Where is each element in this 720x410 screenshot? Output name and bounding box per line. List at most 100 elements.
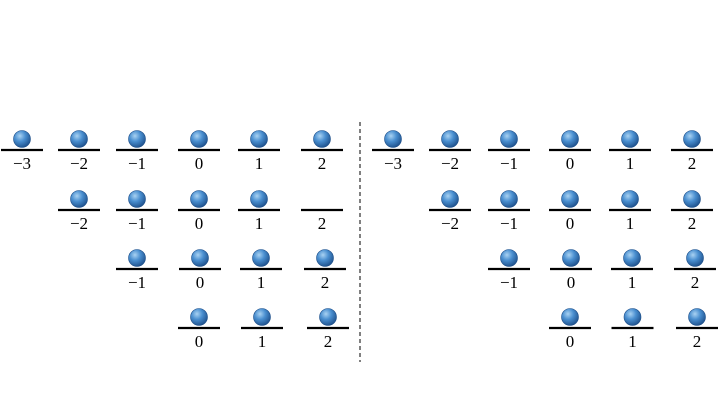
particle-ball (252, 249, 270, 267)
energy-level: −1 (488, 249, 530, 292)
particle-ball (250, 190, 268, 208)
energy-level: 0 (178, 308, 220, 351)
level-label: 2 (688, 214, 697, 233)
particle-ball (128, 190, 146, 208)
energy-level: 2 (676, 308, 718, 351)
energy-level: 0 (549, 190, 591, 233)
level-label: 1 (255, 214, 264, 233)
level-row: −3 −2 −1 0 1 2 (1, 130, 343, 173)
energy-level: 2 (671, 130, 713, 173)
particle-ball (319, 308, 337, 326)
level-label: −2 (70, 154, 88, 173)
level-label: −1 (128, 154, 146, 173)
energy-level: 0 (179, 249, 221, 292)
energy-level: 1 (238, 190, 280, 233)
level-label: 0 (195, 332, 204, 351)
level-label: 2 (321, 273, 330, 292)
particle-ball (500, 190, 518, 208)
particle-ball (500, 249, 518, 267)
energy-level: −2 (429, 190, 471, 233)
energy-level: 0 (178, 190, 220, 233)
particle-ball (70, 190, 88, 208)
energy-level: 1 (238, 130, 280, 173)
level-label: 1 (628, 273, 637, 292)
energy-level: −1 (488, 190, 530, 233)
particle-ball (70, 130, 88, 148)
level-row: −3 −2 −1 0 1 2 (372, 130, 713, 173)
energy-level: 0 (549, 308, 591, 351)
energy-level: −2 (429, 130, 471, 173)
level-label: 2 (318, 154, 327, 173)
level-label: 2 (688, 154, 697, 173)
energy-level: 2 (674, 249, 716, 292)
particle-ball (562, 249, 580, 267)
particle-ball (128, 130, 146, 148)
energy-level: 2 (301, 208, 343, 233)
energy-level: 0 (178, 130, 220, 173)
particle-ball (13, 130, 31, 148)
energy-level: 1 (609, 190, 651, 233)
level-label: 2 (324, 332, 333, 351)
energy-level: −3 (372, 130, 414, 173)
energy-level: −1 (116, 130, 158, 173)
particle-ball (683, 190, 701, 208)
energy-level: 1 (609, 130, 651, 173)
level-row: −1 0 1 2 (488, 249, 716, 292)
particle-ball (191, 249, 209, 267)
particle-ball (621, 190, 639, 208)
level-label: 1 (626, 214, 635, 233)
level-label: −1 (128, 273, 146, 292)
level-label: −2 (441, 154, 459, 173)
level-label: 1 (257, 273, 266, 292)
level-label: −3 (384, 154, 402, 173)
particle-ball (561, 308, 579, 326)
particle-ball (688, 308, 706, 326)
energy-level: −2 (58, 190, 100, 233)
particle-ball (623, 249, 641, 267)
particle-ball (190, 190, 208, 208)
energy-level: −1 (488, 130, 530, 173)
level-label: 0 (566, 154, 575, 173)
energy-level: 1 (611, 249, 653, 292)
particle-ball (316, 249, 334, 267)
level-label: 0 (567, 273, 576, 292)
energy-level: 2 (307, 308, 349, 351)
level-label: 0 (566, 332, 575, 351)
level-label: 0 (195, 214, 204, 233)
particle-ball (384, 130, 402, 148)
particle-ball (621, 130, 639, 148)
particle-ball (561, 130, 579, 148)
energy-level: 0 (550, 249, 592, 292)
energy-level: −1 (116, 249, 158, 292)
particle-ball (253, 308, 271, 326)
particle-ball (190, 130, 208, 148)
energy-level: 1 (611, 308, 654, 351)
level-label: −2 (441, 214, 459, 233)
level-row: −1 0 1 2 (116, 249, 346, 292)
level-row: −2 −1 0 1 2 (58, 190, 343, 233)
level-label: 0 (195, 154, 204, 173)
level-label: −1 (500, 154, 518, 173)
level-label: −2 (70, 214, 88, 233)
level-row: 0 1 2 (178, 308, 349, 351)
level-label: 2 (318, 214, 327, 233)
particle-ball (686, 249, 704, 267)
level-label: 1 (258, 332, 267, 351)
particle-ball (128, 249, 146, 267)
particle-ball (190, 308, 208, 326)
particle-ball (313, 130, 331, 148)
level-label: −1 (500, 214, 518, 233)
particle-ball (441, 130, 459, 148)
energy-level: 2 (301, 130, 343, 173)
particle-ball (683, 130, 701, 148)
energy-level: 1 (240, 249, 282, 292)
particle-ball (623, 308, 642, 326)
energy-level: −1 (116, 190, 158, 233)
energy-level: 2 (671, 190, 713, 233)
level-label: −1 (128, 214, 146, 233)
level-label: −3 (13, 154, 31, 173)
level-label: 0 (196, 273, 205, 292)
